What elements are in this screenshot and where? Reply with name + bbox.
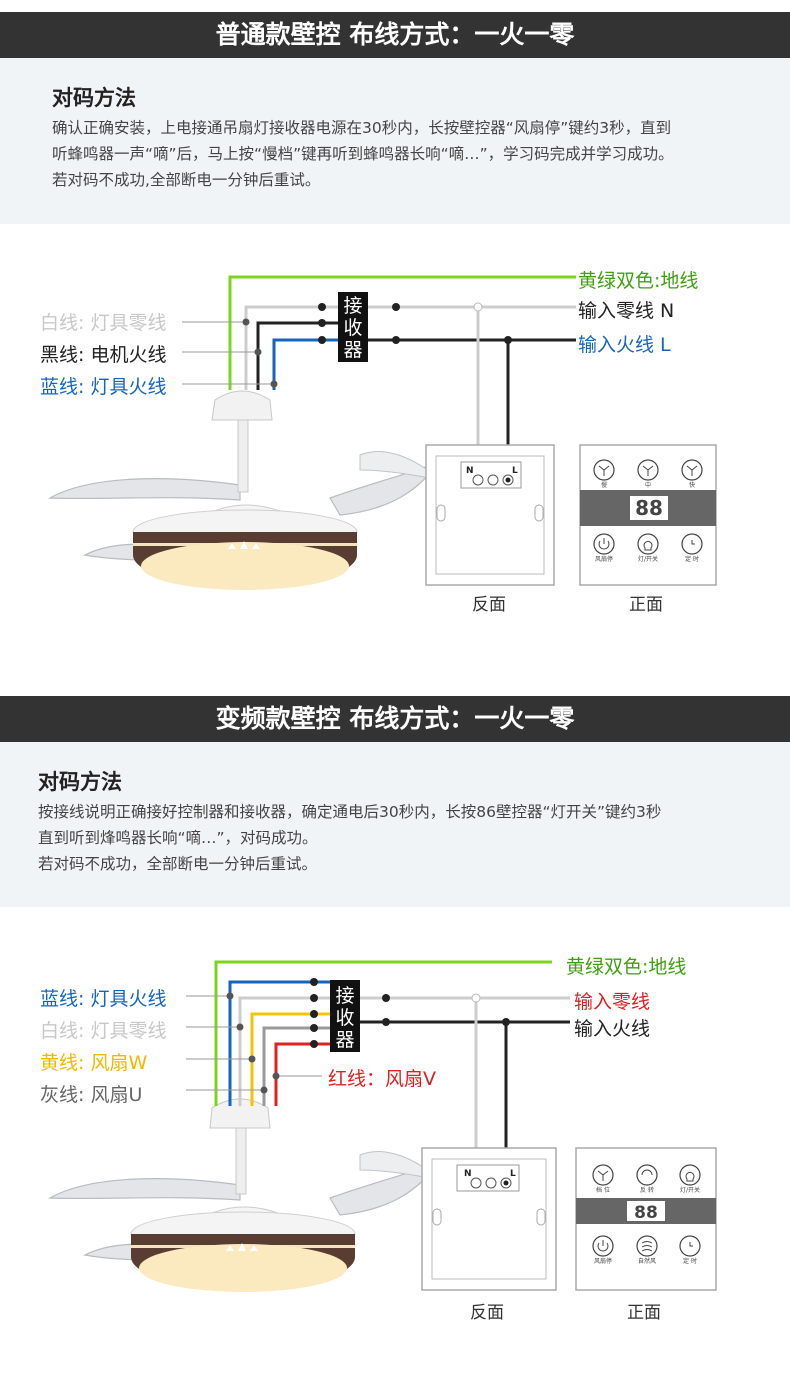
section1-banner: 普通款壁控 布线方式：一火一零 [0,12,790,58]
section1-info-box: 对码方法 确认正确安装，上电接通吊扇灯接收器电源在30秒内，长按壁控器“风扇停”… [0,58,790,224]
section2-info-line: 直到听到烽鸣器长响“嘀…”，对码成功。 [38,829,318,847]
switch-back-caption: 反面 [470,1303,504,1323]
label-input-neutral: 输入零线 [574,991,651,1013]
wall-switch-back: N L [425,444,555,586]
terminal-l-label: L [512,466,518,476]
label-ground: 黄绿双色:地线 [566,956,687,978]
reverse-icon [641,1169,653,1176]
section2-info-line: 按接线说明正确接好控制器和接收器，确定通电后30秒内，长按86壁控器“灯开关”键… [38,803,662,821]
ground-wire [228,275,576,390]
ceiling-fan-illustration [47,390,442,590]
label-black-wire: 黑线: 电机火线 [40,344,167,366]
receiver-box [330,980,360,1052]
fan-icon [598,465,610,476]
switch-back-caption: 反面 [472,595,506,615]
label-ground: 黄绿双色:地线 [578,270,699,292]
section2-info-title: 对码方法 [38,770,122,794]
wind-icon [641,1241,653,1252]
label-input-live: 输入火线 [574,1018,651,1040]
label-white-wire: 白线: 灯具零线 [40,312,167,334]
fan-speed-label: 档 位 [596,1186,610,1194]
black-wire-motor-live [256,321,338,390]
receiver-label: 收 [343,317,362,339]
section2-info-box: 对码方法 按接线说明正确接好控制器和接收器，确定通电后30秒内，长按86壁控器“… [0,742,790,907]
section2-wiring-diagram: 接 收 器 N L 88 档 位 反 转 灯/开关 风扇停 自然风 定 时 [47,960,717,1292]
reverse-label: 反 转 [640,1186,654,1194]
label-yellow-wire: 黄线: 风扇W [40,1052,148,1074]
receiver-label: 接 [335,985,354,1007]
fan-medium-label: 中 [645,481,651,489]
power-icon [597,1240,609,1252]
gray-wire-fan-u [262,1026,330,1106]
wall-switch-front: 88 档 位 反 转 灯/开关 风扇停 自然风 定 时 [575,1147,717,1291]
terminal-n-label: N [464,1169,472,1179]
receiver-label: 接 [343,295,362,317]
blue-wire-lamp-live [228,980,330,1106]
timer-label: 定 时 [683,1257,697,1265]
receiver-label: 器 [335,1029,354,1051]
bulb-icon [685,1171,695,1182]
ceiling-fan-illustration [47,1098,442,1292]
fan-icon [686,465,698,476]
blue-wire-lamp-live [272,338,338,390]
clock-icon [689,1242,693,1247]
light-switch-label: 灯/开关 [680,1186,700,1194]
section1-info-line: 确认正确安装，上电接通吊扇灯接收器电源在30秒内，长按壁控器“风扇停”键约3秒，… [52,119,672,137]
fan-fast-label: 快 [689,481,695,489]
receiver-box [338,292,368,362]
section1-info-line: 若对码不成功,全部断电一分钟后重试。 [52,171,321,189]
fan-icon [642,465,654,476]
section1-info-line: 听蜂鸣器一声“嘀”后，马上按“慢档”键再听到蜂鸣器长响“嘀…”，学习码完成并学习… [52,145,674,163]
ground-wire [214,960,552,1106]
switch-front-caption: 正面 [629,595,663,615]
label-input-neutral: 输入零线 N [578,300,675,322]
section1-info-title: 对码方法 [52,86,136,110]
label-input-live: 输入火线 L [578,334,671,356]
timer-label: 定 时 [685,555,699,563]
section2-banner: 变频款壁控 布线方式：一火一零 [0,696,790,742]
white-wire-lamp-neutral [238,996,330,1106]
red-wire-fan-v [274,1042,330,1106]
fan-icon [597,1170,609,1181]
yellow-wire-fan-w [250,1012,330,1106]
display-digits: 88 [634,1203,658,1223]
fan-stop-label: 风扇停 [594,1257,612,1265]
receiver-label: 器 [343,339,362,361]
wall-switch-back: N L [421,1147,557,1291]
power-icon [598,538,610,550]
terminal-n-label: N [466,466,474,476]
light-switch-label: 灯/开关 [638,555,658,563]
white-wire-lamp-neutral [244,305,576,390]
label-gray-wire: 灰线: 风扇U [40,1084,143,1106]
fan-slow-label: 慢 [601,481,607,489]
clock-icon [691,540,695,545]
label-white-wire: 白线: 灯具零线 [40,1020,167,1042]
receiver-label: 收 [335,1007,354,1029]
natural-wind-label: 自然风 [638,1257,656,1265]
label-blue-wire: 蓝线: 灯具火线 [40,988,167,1010]
switch-front-caption: 正面 [627,1303,661,1323]
label-red-wire: 红线：风扇V [328,1068,436,1090]
terminal-l-label: L [510,1169,516,1179]
display-digits: 88 [635,496,663,520]
section1-wiring-diagram: 接 收 器 N L 88 慢 中 快 风扇停 灯/开关 定 时 [47,275,717,590]
wall-switch-front: 88 慢 中 快 风扇停 灯/开关 定 时 [579,444,717,586]
fan-stop-label: 风扇停 [595,555,613,563]
label-blue-wire: 蓝线: 灯具火线 [40,376,167,398]
section2-info-line: 若对码不成功，全部断电一分钟后重试。 [38,855,318,873]
bulb-icon [643,540,653,551]
